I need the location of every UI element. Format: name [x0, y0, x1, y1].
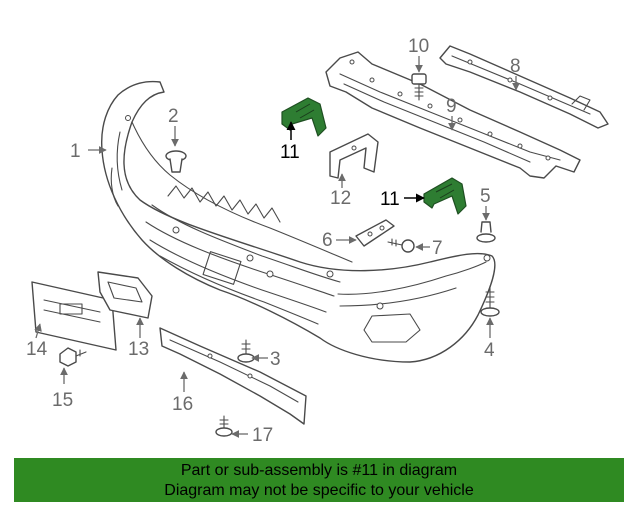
bolt-15 — [59, 347, 87, 367]
parts-diagram: 1 2 3 4 5 6 7 8 9 10 11 11 12 13 14 15 1… — [26, 36, 609, 446]
info-banner: Part or sub-assembly is #11 in diagram D… — [14, 458, 624, 502]
callout-11a: 11 — [280, 142, 300, 163]
bolt-17 — [215, 415, 233, 437]
callout-12: 12 — [330, 188, 351, 209]
callout-15: 15 — [52, 390, 73, 411]
bolt-10 — [411, 73, 427, 101]
banner-line-2: Diagram may not be specific to your vehi… — [164, 482, 474, 499]
callout-2: 2 — [168, 106, 179, 127]
screw-7 — [387, 238, 415, 253]
banner-line-1: Part or sub-assembly is #11 in diagram — [180, 462, 458, 479]
leader-14 — [34, 323, 42, 339]
callout-11b: 11 — [380, 189, 400, 210]
lower-support — [159, 327, 307, 425]
callout-1: 1 — [70, 141, 81, 162]
bracket-6 — [355, 219, 395, 247]
callout-10: 10 — [408, 36, 429, 57]
duct-13 — [97, 271, 153, 319]
clip-2 — [165, 150, 187, 173]
license-plate-bracket — [31, 281, 117, 351]
callout-3: 3 — [270, 349, 281, 370]
callout-17: 17 — [252, 425, 273, 446]
bolt-3 — [237, 339, 255, 363]
callout-9: 9 — [446, 96, 457, 117]
highlighted-bracket-11a — [281, 97, 327, 137]
clip-5 — [476, 221, 496, 243]
callout-4: 4 — [484, 340, 495, 361]
callout-7: 7 — [432, 238, 443, 259]
bracket-12 — [329, 133, 379, 179]
reinforcement-beam — [325, 51, 581, 179]
bolt-4 — [480, 285, 500, 317]
callout-6: 6 — [322, 230, 333, 251]
highlighted-bracket-11b — [423, 177, 467, 215]
bumper-cover — [101, 80, 496, 363]
callout-5: 5 — [480, 186, 491, 207]
callout-14: 14 — [26, 339, 48, 360]
callout-8: 8 — [510, 56, 521, 77]
callout-13: 13 — [128, 339, 149, 360]
callout-16: 16 — [172, 394, 193, 415]
energy-absorber — [439, 45, 609, 129]
